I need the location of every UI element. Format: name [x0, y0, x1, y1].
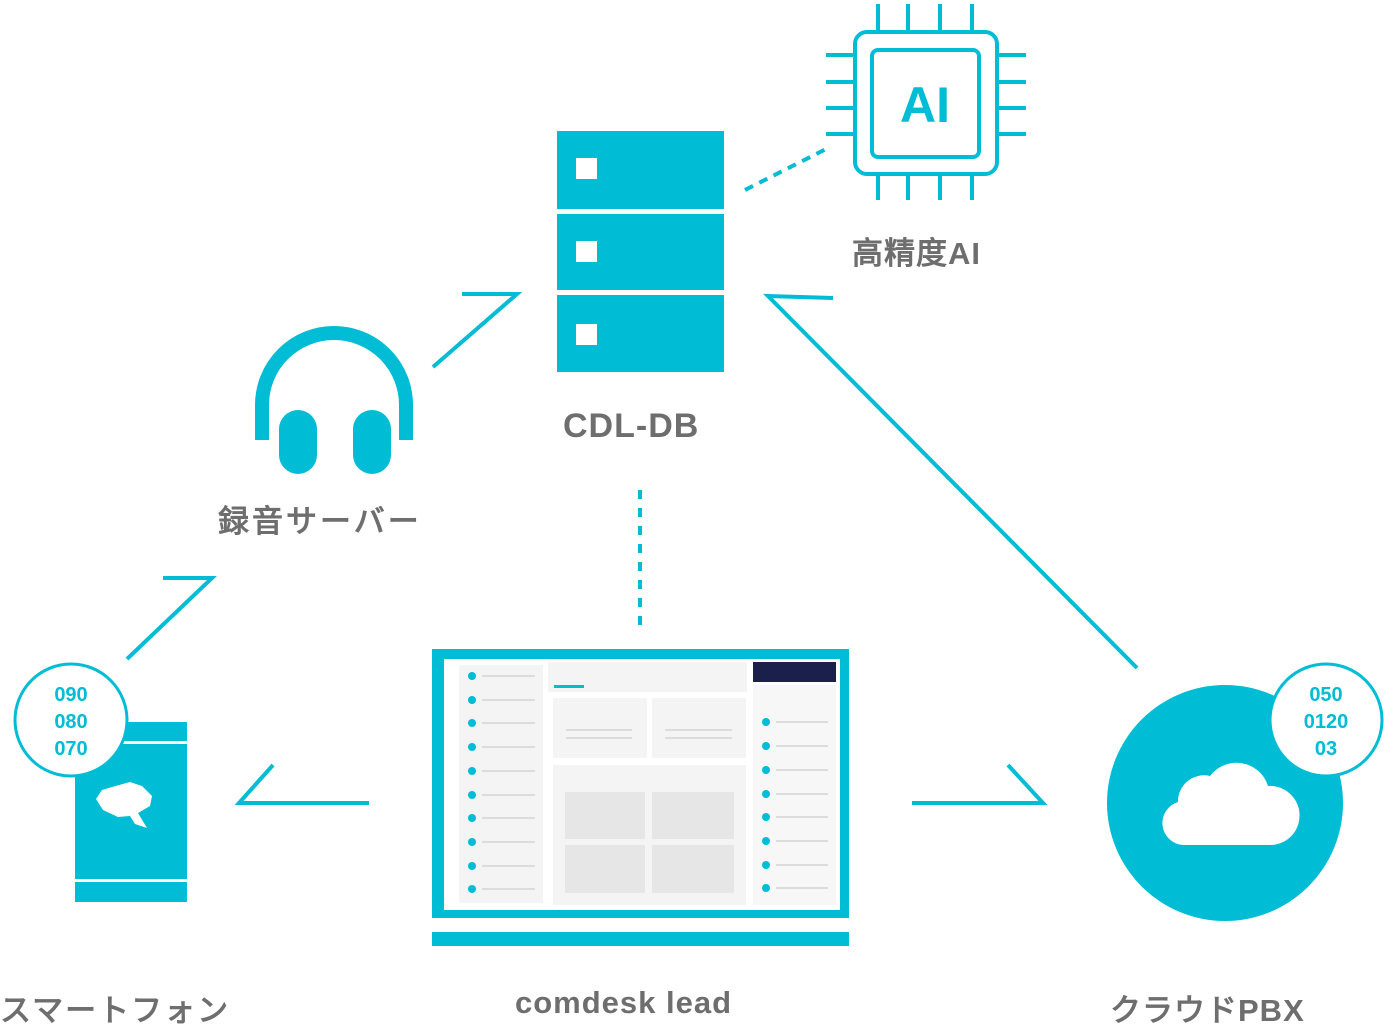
smartphone-numbers: 090 080 070: [31, 682, 111, 763]
pbx-numbers: 050 0120 03: [1286, 682, 1366, 763]
pbx-number-3: 03: [1314, 738, 1338, 760]
pbx-number-2: 0120: [1303, 711, 1349, 733]
pbx-label: クラウドPBX: [1110, 993, 1305, 1028]
recording-db-arrow: [431, 292, 523, 369]
connections: [125, 146, 1139, 805]
db-ai-dotted-line: [744, 146, 829, 192]
ai-chip-text: AI: [900, 77, 950, 133]
smartphone-label: スマートフォン: [0, 993, 231, 1028]
laptop-smartphone-arrow: [234, 763, 369, 805]
ai-label: 高精度AI: [852, 236, 981, 271]
smartphone-number-3: 070: [54, 738, 88, 760]
laptop-pbx-arrow: [912, 763, 1048, 805]
server-stack-icon: [557, 131, 724, 372]
laptop-icon: [432, 649, 849, 946]
pbx-number-badge: [1268, 662, 1384, 778]
smartphone-number-1: 090: [54, 684, 88, 706]
headphones-icon: [255, 326, 413, 474]
recording-server-label: 録音サーバー: [218, 504, 422, 539]
smartphone-number-badge: [13, 662, 129, 778]
laptop-label: comdesk lead: [515, 985, 733, 1020]
db-label: CDL-DB: [563, 407, 700, 445]
smartphone-number-2: 080: [54, 711, 88, 733]
ai-chip-icon: [826, 4, 1026, 200]
smartphone-recording-arrow: [125, 576, 217, 661]
pbx-number-1: 050: [1309, 684, 1343, 706]
pbx-db-arrow: [763, 293, 1139, 670]
